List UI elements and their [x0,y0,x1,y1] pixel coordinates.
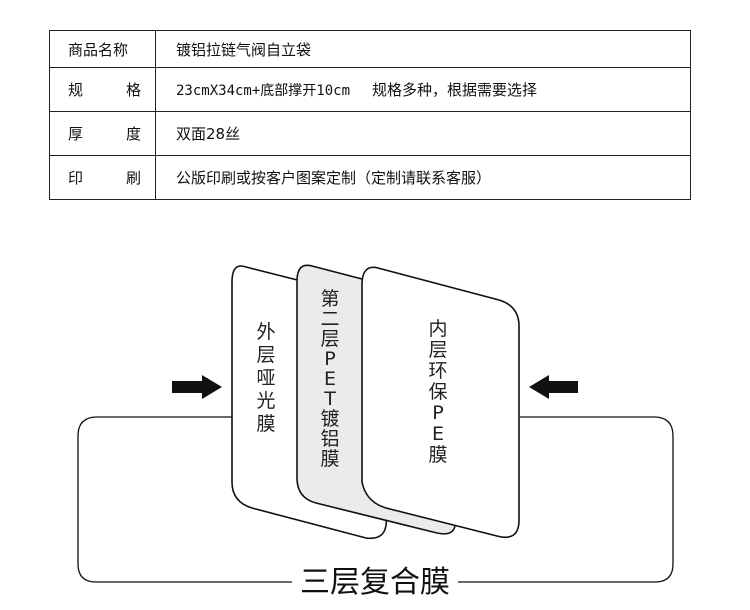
table-row-thickness: 厚度 双面28丝 [49,111,691,156]
diagram-title: 三层复合膜 [300,565,450,600]
layer-label-char: 哑 [256,367,275,389]
right-arrow-icon [529,375,578,399]
table-row-product-name: 商品名称 镀铝拉链气阀自立袋 [49,30,691,68]
layer-label-char: 保 [428,381,447,403]
printing-label: 印刷 [49,155,156,200]
layer-label-char: 层 [320,328,339,350]
spec-note-value: 规格多种，根据需要选择 [372,81,538,99]
layer-label-char: 光 [256,390,275,412]
layer-label-char: 外 [256,321,275,343]
layer-label-char: 镀 [320,408,339,430]
layer-label-char: T [323,388,336,410]
layer-label-char: 层 [256,344,275,366]
enclosing-bracket [77,416,674,583]
product-name-value: 镀铝拉链气阀自立袋 [155,30,691,68]
layer-label-char: 第 [320,288,339,310]
layer-label-char: 膜 [428,444,447,466]
spec-size-value: 23cmX34cm+底部撑开10cm [176,83,351,99]
layer-label-char: E [432,423,444,445]
thickness-label: 厚度 [49,111,156,156]
layer-label-char: 层 [428,339,447,361]
layer-label-char: 膜 [320,448,339,470]
spec-value-cell: 23cmX34cm+底部撑开10cm 规格多种，根据需要选择 [155,67,691,112]
printing-value: 公版印刷或按客户图案定制（定制请联系客服） [155,155,691,200]
layer-label-char: E [324,368,336,390]
layer-label-char: 内 [428,318,447,340]
layer-label-char: 二 [320,308,339,330]
layer-label-char: P [432,402,443,424]
layer-label-char: 铝 [320,428,339,450]
left-arrow-icon [172,375,222,399]
layer-label-char: 膜 [256,413,275,435]
layer-label-char: P [324,348,335,370]
product-name-label: 商品名称 [49,30,156,68]
table-row-printing: 印刷 公版印刷或按客户图案定制（定制请联系客服） [49,155,691,200]
inner-layer-card [361,266,520,539]
layer-label-char: 环 [428,360,447,382]
